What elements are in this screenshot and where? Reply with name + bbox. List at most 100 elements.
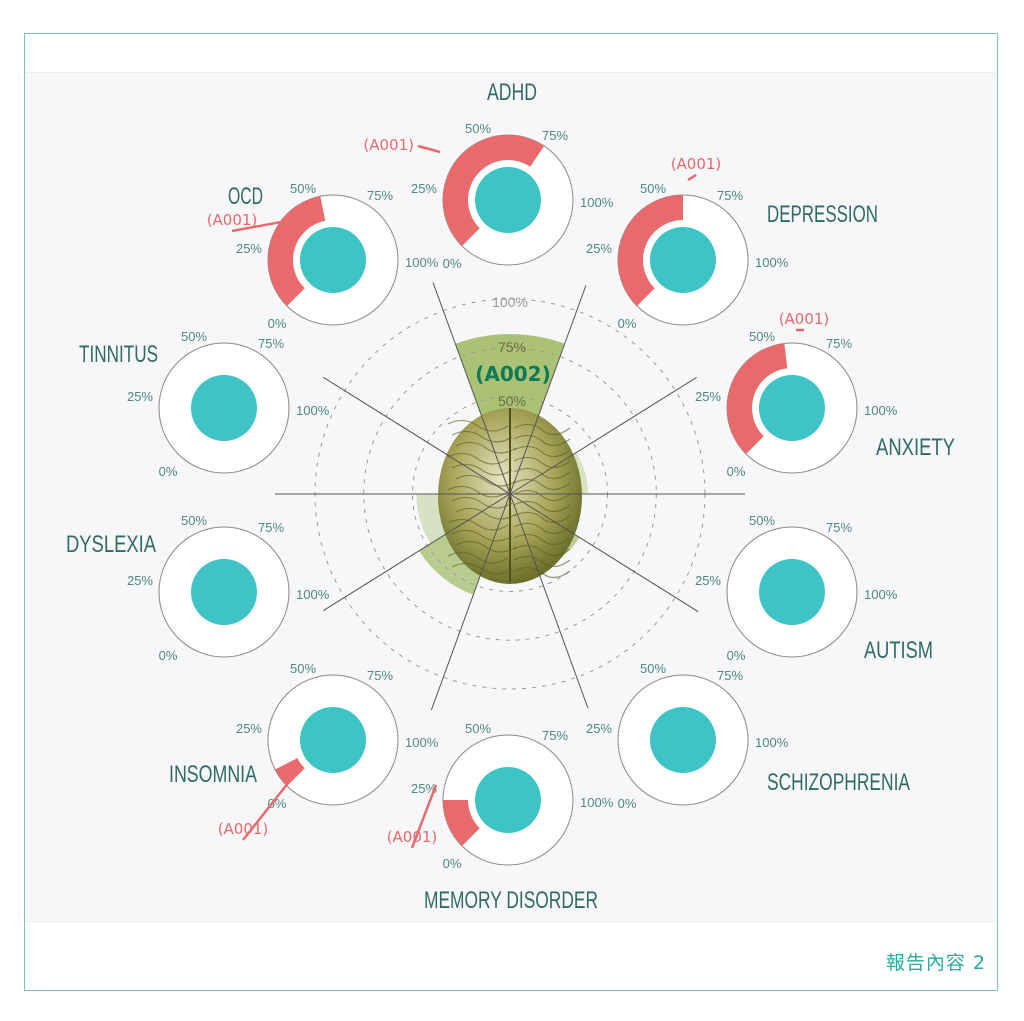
gauge-marker-leader	[231, 218, 293, 233]
gauge-tick-label: 0%	[727, 648, 746, 663]
gauge-tick-label: 25%	[236, 241, 262, 256]
gauge-tick-label: 100%	[296, 403, 330, 418]
brain-gyrus	[447, 518, 571, 535]
gauge-tick-label: 50%	[640, 661, 666, 676]
gauge-tick-label: 75%	[717, 188, 743, 203]
brain-gyrus	[455, 507, 571, 524]
gauge-tick-label: 100%	[755, 255, 789, 270]
gauge-core	[300, 707, 366, 773]
gauge-marker-label: (A001)	[218, 820, 269, 838]
gauge-tick-label: 25%	[236, 721, 262, 736]
radar-spoke	[509, 285, 587, 495]
brain-gyrus	[451, 529, 571, 546]
gauge-tick-label: 0%	[727, 464, 746, 479]
radar-spoke	[432, 282, 511, 495]
gauge-dyslexia: 0%25%50%75%100%DYSLEXIA	[66, 513, 330, 663]
gauge-title: AUTISM	[864, 637, 933, 664]
gauge-fill	[443, 134, 545, 246]
brain-gyrus	[447, 485, 571, 502]
gauge-core	[650, 707, 716, 773]
gauge-fill	[268, 196, 326, 306]
gauge-autism: 0% 25% 50% 75% 100% AUTISM	[695, 513, 933, 664]
gauge-tick-label: 50%	[749, 329, 775, 344]
gauge-memory-disorder: 0%25%50%75%100%MEMORY DISORDER(A001)	[387, 721, 614, 914]
gauge-marker-leader	[687, 173, 697, 182]
gauge-core	[475, 167, 541, 233]
radar-spoke	[509, 493, 699, 613]
report-frame	[24, 33, 998, 991]
gauge-title: SCHIZOPHRENIA	[767, 769, 910, 796]
gauge-core	[300, 227, 366, 293]
gauge-tick-label: 25%	[127, 389, 153, 404]
gauge-core	[191, 375, 257, 441]
gauge-tick-label: 0%	[159, 648, 178, 663]
gauge-anxiety: 0% 25% 50% 75% 100% ANXIETY (A001)	[695, 310, 955, 479]
gauge-fill	[727, 343, 788, 454]
gauge-tick-label: 25%	[695, 573, 721, 588]
gauge-tick-label: 0%	[618, 796, 637, 811]
gauge-schizophrenia: 0%25%50%75%100%SCHIZOPHRENIA	[586, 661, 910, 811]
ring-label-100: 100%	[492, 294, 528, 310]
brain-gyrus	[447, 551, 571, 568]
gauge-title: MEMORY DISORDER	[424, 887, 598, 914]
gauge-tick-label: 50%	[640, 181, 666, 196]
gauge-tick-label: 25%	[411, 781, 437, 796]
gauge-tick-label: 75%	[258, 336, 284, 351]
gauge-core	[759, 559, 825, 625]
gauge-core	[759, 375, 825, 441]
gauge-core	[475, 767, 541, 833]
gauge-marker-label: (A001)	[779, 310, 830, 328]
gauge-tick-label: 100%	[580, 795, 614, 810]
gauge-tick-label: 50%	[181, 513, 207, 528]
gauge-marker-label: (A001)	[207, 211, 258, 229]
gauge-marker-label: (A001)	[671, 155, 722, 173]
gauge-tinnitus: 0% 25% 50% 75% 100% TINNITUS	[79, 329, 330, 479]
gauge-insomnia: 0%25%50%75%100%INSOMNIA(A001)	[169, 661, 439, 841]
gauge-tick-label: 25%	[695, 389, 721, 404]
brain-gyrus	[455, 540, 571, 557]
gauge-tick-label: 100%	[296, 587, 330, 602]
radar-spoke	[430, 493, 511, 711]
gauge-fill	[275, 758, 305, 786]
radar-spoke	[509, 493, 589, 709]
gauge-fill	[617, 195, 683, 306]
gauge-tick-label: 50%	[465, 121, 491, 136]
brain-gyrus	[451, 430, 571, 447]
gauge-marker-leader	[242, 772, 297, 841]
gauge-tick-label: 25%	[127, 573, 153, 588]
ring-label-50: 50%	[498, 393, 526, 409]
gauge-tick-label: 100%	[580, 195, 614, 210]
gauge-title: ANXIETY	[876, 434, 955, 461]
gauge-tick-label: 50%	[749, 513, 775, 528]
gauge-tick-label: 100%	[864, 403, 898, 418]
brain-gyrus	[455, 441, 571, 458]
gauge-tick-label: 75%	[826, 336, 852, 351]
brain-gyrus	[447, 419, 571, 436]
radar-spoke	[323, 376, 511, 495]
ring-label-75: 75%	[498, 339, 526, 355]
gauge-title: DEPRESSION	[767, 201, 878, 228]
gauge-tick-label: 100%	[405, 735, 439, 750]
gauge-tick-label: 75%	[717, 668, 743, 683]
gauge-tick-label: 100%	[864, 587, 898, 602]
gauge-tick-label: 50%	[181, 329, 207, 344]
gauge-title: TINNITUS	[79, 341, 158, 368]
gauge-marker-label: (A001)	[363, 136, 414, 154]
gauge-tick-label: 0%	[268, 796, 287, 811]
gauge-tick-label: 75%	[367, 668, 393, 683]
gauge-adhd: 0%25%50%75%100%ADHD(A001)	[363, 79, 613, 271]
gauge-core	[191, 559, 257, 625]
gauge-tick-label: 50%	[465, 721, 491, 736]
gauge-title: OCD	[228, 183, 263, 210]
radar-spoke	[323, 493, 511, 612]
gauge-tick-label: 75%	[542, 728, 568, 743]
gauge-tick-label: 75%	[542, 128, 568, 143]
gauge-tick-label: 0%	[443, 856, 462, 871]
radar-spoke	[509, 376, 697, 495]
brain-gyrus	[451, 562, 571, 579]
gauge-tick-label: 0%	[159, 464, 178, 479]
gauge-tick-label: 75%	[826, 520, 852, 535]
gauge-marker-leader	[417, 144, 441, 154]
gauge-title: ADHD	[487, 79, 537, 106]
